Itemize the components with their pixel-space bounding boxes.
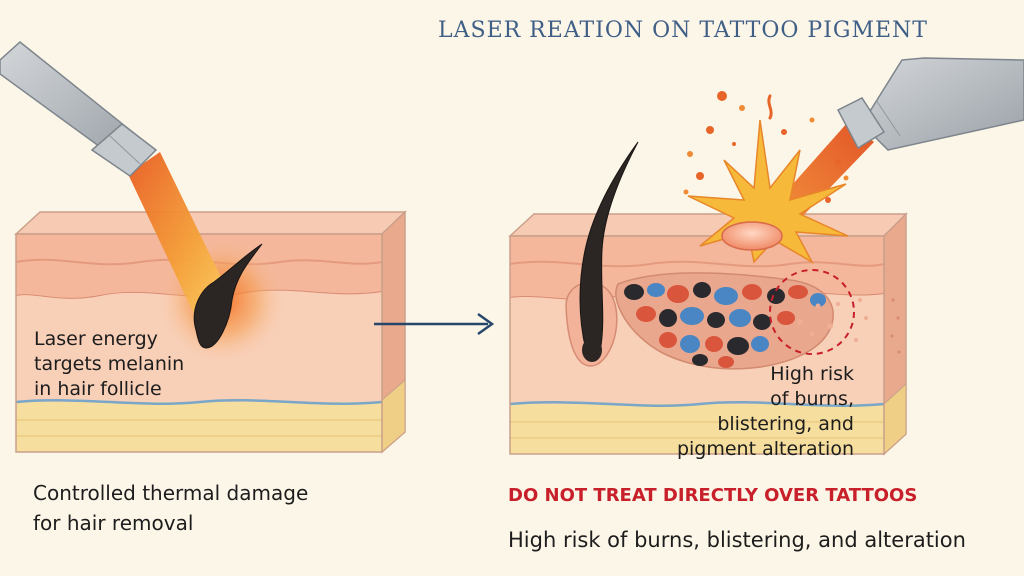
burst-icon — [683, 91, 849, 264]
right-annotation: High risk of burns, blistering, and pigm… — [677, 362, 854, 462]
ink-particles-icon — [615, 272, 834, 370]
page-title: LASER REATION ON TATTOO PIGMENT — [438, 18, 928, 43]
right-skin-top-surface — [508, 213, 908, 237]
left-laser-beam — [128, 152, 232, 318]
blister — [721, 221, 783, 251]
risk-circle-icon — [769, 269, 868, 355]
right-hair-follicle-icon — [565, 141, 639, 367]
warning-text: DO NOT TREAT DIRECTLY OVER TATTOOS — [508, 485, 918, 506]
left-annotation: Laser energy targets melanin in hair fol… — [34, 327, 184, 402]
left-caption-line: Controlled thermal damage — [33, 481, 309, 505]
right-caption: High risk of burns, blistering, and alte… — [508, 528, 966, 552]
right-laser-handpiece-icon — [836, 57, 1024, 151]
right-annotation-line: of burns, — [770, 388, 854, 410]
left-caption-line: for hair removal — [33, 511, 194, 535]
left-fat-layer — [16, 402, 382, 452]
left-annotation-line: targets melanin — [34, 353, 185, 375]
left-hair-follicle-icon — [193, 243, 263, 349]
left-caption: Controlled thermal damage for hair remov… — [33, 478, 308, 538]
left-laser-handpiece-icon — [0, 41, 158, 177]
right-annotation-line: High risk — [770, 363, 854, 385]
left-annotation-line: Laser energy — [34, 328, 158, 350]
right-arrow-icon — [374, 312, 495, 336]
left-skin-top-surface — [14, 211, 407, 235]
left-annotation-line: in hair follicle — [34, 378, 162, 400]
right-annotation-line: pigment alteration — [676, 438, 854, 460]
right-annotation-line: blistering, and — [717, 413, 854, 435]
right-fat-layer — [510, 404, 884, 454]
